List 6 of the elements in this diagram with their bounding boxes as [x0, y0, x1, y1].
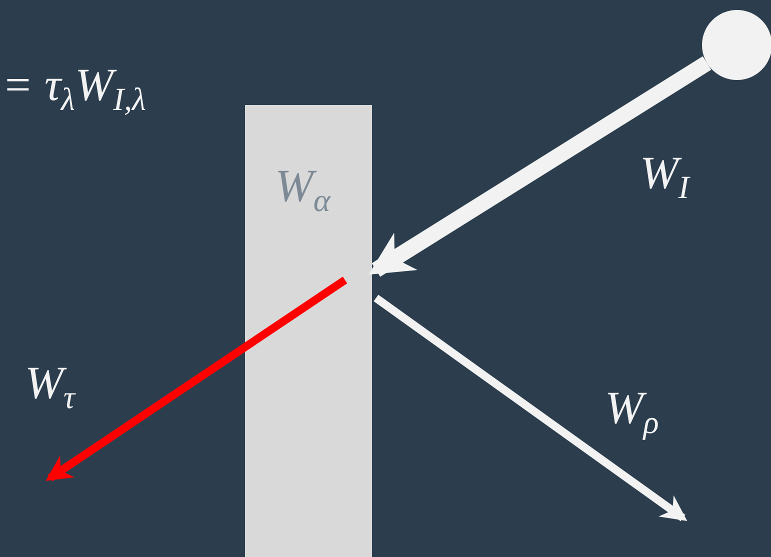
absorbed-label: W$_{α}$ [275, 163, 330, 216]
equation: = τ$_{λ}$W$_{I,λ}$ [2, 62, 146, 116]
reflected-arrow [374, 294, 688, 522]
incident-arrow [368, 56, 712, 277]
transmitted-arrow [46, 276, 348, 482]
slab [245, 105, 372, 557]
